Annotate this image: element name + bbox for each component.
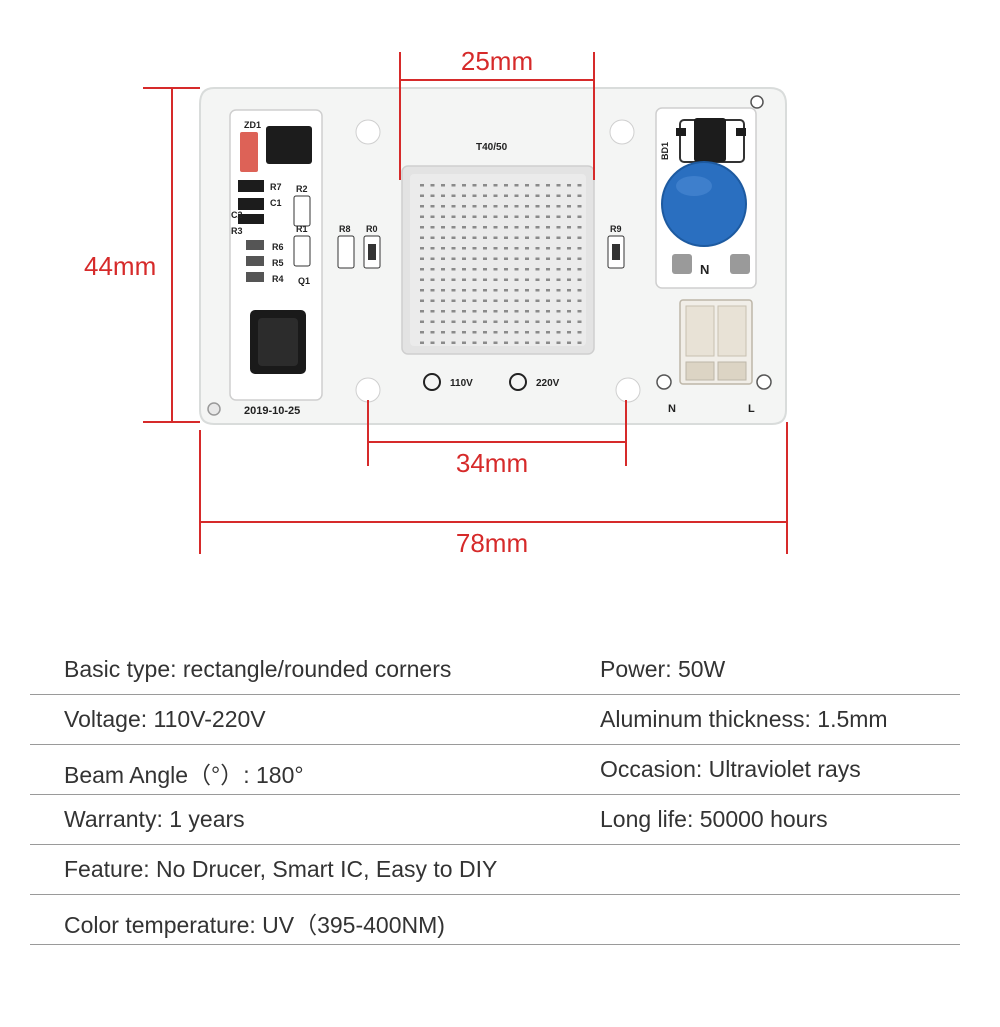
- spec-row: Basic type: rectangle/rounded corners Po…: [30, 645, 960, 695]
- svg-text:C2: C2: [231, 210, 243, 220]
- svg-text:R5: R5: [272, 258, 284, 268]
- spec-row: Voltage: 110V-220V Aluminum thickness: 1…: [30, 695, 960, 745]
- svg-text:R9: R9: [610, 224, 622, 234]
- spec-long-life: Long life: 50000 hours: [600, 806, 828, 832]
- spec-aluminum-thickness: Aluminum thickness: 1.5mm: [600, 706, 888, 732]
- spec-warranty: Warranty: 1 years: [64, 806, 245, 832]
- spec-row: Warranty: 1 years Long life: 50000 hours: [30, 795, 960, 845]
- varistor-capacitor-icon: [661, 161, 747, 247]
- spec-beam-angle: Beam Angle（°）: 180°: [64, 762, 304, 788]
- voltage-220-pad-icon: [509, 373, 527, 391]
- spec-row: Beam Angle（°）: 180° Occasion: Ultraviole…: [30, 745, 960, 795]
- dimension-height: 44mm: [84, 251, 156, 281]
- mounting-hole-icon: [615, 377, 641, 403]
- svg-text:R4: R4: [272, 274, 284, 284]
- svg-text:Q1: Q1: [298, 276, 310, 286]
- spec-voltage: Voltage: 110V-220V: [64, 706, 266, 732]
- svg-text:R7: R7: [270, 182, 282, 192]
- voltage-220-label: 220V: [536, 378, 560, 389]
- corner-hole-icon: [750, 95, 764, 109]
- dimension-total-width: 78mm: [456, 528, 528, 558]
- spec-color-temperature: Color temperature: UV（395-400NM): [64, 912, 445, 938]
- voltage-110-label: 110V: [450, 378, 473, 389]
- voltage-110-pad-icon: [423, 373, 441, 391]
- led-cob-board: ZD1 R7 C1 C2 R3 R2 R6 R5 R4 Q1 R1 R8 R0 …: [199, 87, 787, 425]
- dimension-lines: [143, 52, 788, 554]
- rectifier-section: N BD1: [655, 107, 757, 289]
- mounting-hole-icon: [355, 377, 381, 403]
- spec-row: Feature: No Drucer, Smart IC, Easy to DI…: [30, 845, 960, 895]
- svg-text:R1: R1: [296, 224, 308, 234]
- spec-feature: Feature: No Drucer, Smart IC, Easy to DI…: [64, 856, 498, 882]
- terminal-screw-icon: [656, 374, 672, 390]
- board-model-label: T40/50: [476, 142, 508, 153]
- svg-text:R3: R3: [231, 226, 243, 236]
- driver-ic-chip: [266, 126, 312, 164]
- bridge-rectifier-chip: [694, 118, 726, 162]
- svg-text:R6: R6: [272, 242, 284, 252]
- spec-basic-type: Basic type: rectangle/rounded corners: [64, 656, 452, 682]
- spec-row: Color temperature: UV（395-400NM): [30, 895, 960, 945]
- mounting-hole-icon: [355, 119, 381, 145]
- product-diagram: ZD1 R7 C1 C2 R3 R2 R6 R5 R4 Q1 R1 R8 R0 …: [84, 46, 788, 558]
- terminal-l-label: L: [748, 403, 755, 415]
- resistor-group: R8 R0 R9: [337, 224, 625, 269]
- corner-hole-icon: [207, 402, 221, 416]
- dimension-hole-spacing: 34mm: [456, 448, 528, 478]
- spec-occasion: Occasion: Ultraviolet rays: [600, 756, 861, 782]
- spec-power: Power: 50W: [600, 656, 726, 682]
- board-date-label: 2019-10-25: [244, 405, 300, 417]
- svg-text:C1: C1: [270, 198, 282, 208]
- led-array: [401, 165, 595, 355]
- svg-text:N: N: [700, 262, 709, 277]
- terminal-block: [656, 299, 772, 390]
- svg-text:ZD1: ZD1: [244, 120, 261, 130]
- svg-text:BD1: BD1: [660, 142, 670, 160]
- dimension-top-width: 25mm: [461, 46, 533, 76]
- spec-table: Basic type: rectangle/rounded corners Po…: [30, 645, 960, 945]
- driver-ic-section: ZD1 R7 C1 C2 R3 R2 R6 R5 R4 Q1 R1: [229, 109, 323, 401]
- terminal-n-label: N: [668, 403, 676, 415]
- mounting-hole-icon: [609, 119, 635, 145]
- led-dots: [420, 184, 582, 344]
- terminal-screw-icon: [756, 374, 772, 390]
- svg-text:R2: R2: [296, 184, 308, 194]
- svg-text:R0: R0: [366, 224, 378, 234]
- svg-text:R8: R8: [339, 224, 351, 234]
